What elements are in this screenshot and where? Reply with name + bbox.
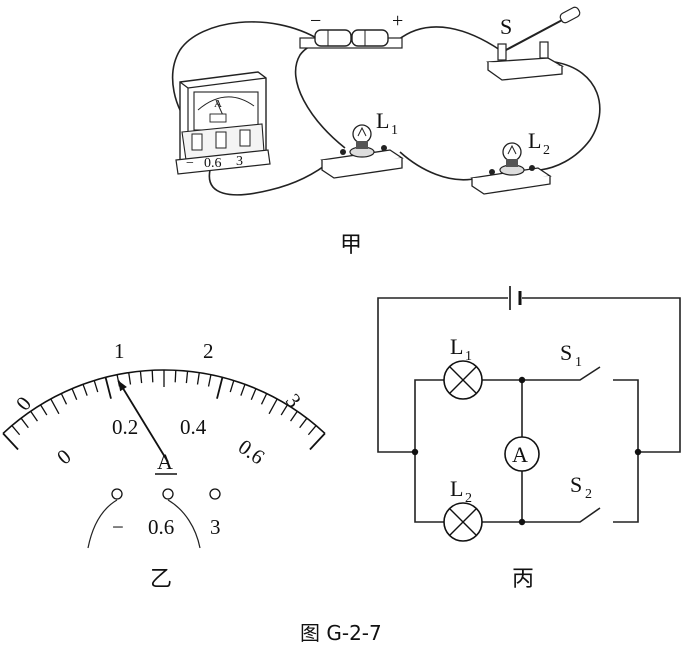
figure-caption: 图 G-2-7 bbox=[300, 621, 382, 645]
dial-terminal-06 bbox=[162, 488, 174, 500]
schematic-lower-branch bbox=[414, 452, 639, 523]
schematic-ammeter bbox=[504, 436, 540, 472]
schematic-lamp2-label: L bbox=[450, 476, 463, 501]
lower-scale-label-0: 0 bbox=[52, 444, 75, 469]
wire-battery-to-ammeter bbox=[171, 21, 321, 129]
battery-negative-label: − bbox=[310, 10, 321, 32]
dial-tick bbox=[240, 384, 246, 396]
dial-tick bbox=[71, 388, 78, 400]
lamp-l2 bbox=[470, 142, 552, 195]
dial-tick bbox=[307, 425, 317, 436]
schematic-outer-wire bbox=[377, 297, 681, 453]
schematic-switch2-subscript: 2 bbox=[585, 487, 592, 502]
caption-jia: 甲 bbox=[340, 233, 362, 258]
switch-label: S bbox=[500, 14, 512, 39]
dial-tick bbox=[299, 417, 308, 429]
wire-lamp1-to-battery bbox=[294, 41, 346, 149]
upper-scale-label-0: 0 bbox=[11, 392, 36, 415]
dial-tick bbox=[20, 417, 29, 429]
dial-tick bbox=[60, 393, 68, 405]
ammeter-terminal-3: 3 bbox=[236, 154, 243, 169]
dial-tick bbox=[139, 371, 143, 384]
panel-yi-ammeter-dial: 0 1 2 3 0 0.2 0.4 0.6 A − 0.6 3 bbox=[2, 339, 326, 549]
dial-terminal-label-neg: − bbox=[112, 515, 124, 539]
dial-tick bbox=[309, 432, 326, 451]
ammeter-face-label: A bbox=[214, 98, 222, 110]
caption-yi: 乙 bbox=[150, 567, 172, 592]
panel-jia-circuit: − + S L 1 bbox=[171, 6, 601, 196]
wire-ammeter-to-lamp1 bbox=[208, 159, 333, 196]
junction-right bbox=[634, 448, 642, 456]
dial-tick bbox=[216, 377, 224, 399]
schematic-switch2-label: S bbox=[570, 472, 582, 497]
dial-tick bbox=[196, 372, 200, 385]
ammeter-box bbox=[175, 71, 271, 175]
schematic-lamp2-subscript: 2 bbox=[465, 491, 472, 506]
dial-wire-left bbox=[87, 499, 118, 549]
dial-tick bbox=[207, 374, 212, 387]
dial-wire-right bbox=[167, 499, 201, 549]
dial-tick bbox=[50, 398, 60, 415]
dial-tick bbox=[30, 410, 38, 422]
lamp1-subscript: 1 bbox=[391, 123, 398, 138]
schematic-lamp-l2 bbox=[443, 502, 483, 542]
dial-tick bbox=[174, 370, 177, 383]
schematic-switch1-subscript: 1 bbox=[575, 355, 582, 370]
panel-bing-schematic: A L 1 L 2 S 1 S 2 bbox=[377, 286, 681, 542]
dial-tick bbox=[93, 380, 99, 393]
dial-tick bbox=[280, 404, 288, 416]
lamp2-subscript: 2 bbox=[543, 143, 550, 158]
schematic-switch1-label: S bbox=[560, 340, 572, 365]
dial-terminal-label-06: 0.6 bbox=[148, 515, 174, 539]
junction-left bbox=[411, 448, 419, 456]
wire-lamp2-to-lamp1 bbox=[399, 151, 479, 181]
dial-tick bbox=[128, 372, 132, 385]
dial-tick bbox=[260, 393, 268, 405]
dial-needle bbox=[117, 380, 169, 463]
upper-scale-label-2: 2 bbox=[203, 339, 214, 363]
wire-battery-to-switch bbox=[397, 26, 501, 51]
lower-scale-label-04: 0.4 bbox=[180, 415, 207, 439]
dial-tick bbox=[185, 371, 189, 384]
dial-tick bbox=[151, 370, 154, 383]
dial-tick bbox=[268, 398, 278, 415]
ammeter-terminal-06: 0.6 bbox=[204, 156, 222, 171]
dial-scale bbox=[2, 369, 326, 451]
lamp-l1 bbox=[320, 124, 404, 179]
battery-positive-label: + bbox=[392, 10, 403, 32]
junction-top bbox=[518, 376, 526, 384]
dial-needle-head bbox=[118, 380, 127, 392]
schematic-ammeter-symbol: A bbox=[512, 442, 528, 467]
dial-tick bbox=[11, 425, 21, 436]
lamp2-label: L bbox=[528, 128, 541, 153]
caption-bing: 丙 bbox=[512, 567, 534, 592]
ammeter-terminal-neg: − bbox=[186, 156, 194, 171]
dial-tick bbox=[290, 410, 298, 422]
dial-terminal-3 bbox=[209, 488, 221, 500]
lamp1-label: L bbox=[376, 108, 389, 133]
dial-meter-symbol: A bbox=[157, 449, 173, 474]
schematic-lamp1-subscript: 1 bbox=[465, 349, 472, 364]
knife-switch bbox=[486, 6, 581, 81]
wire-switch-to-lamp2 bbox=[539, 61, 601, 171]
dial-tick bbox=[82, 384, 88, 396]
battery bbox=[299, 29, 403, 49]
upper-scale-label-1: 1 bbox=[114, 339, 125, 363]
junction-bottom bbox=[518, 518, 526, 526]
dial-tick bbox=[40, 404, 48, 416]
dial-terminal-label-3: 3 bbox=[210, 515, 221, 539]
dial-tick bbox=[250, 388, 257, 400]
dial-tick bbox=[2, 432, 19, 451]
schematic-lamp1-label: L bbox=[450, 334, 463, 359]
schematic-lamp-l1 bbox=[443, 360, 483, 400]
dial-tick bbox=[229, 380, 235, 393]
schematic-upper-branch bbox=[414, 366, 639, 452]
dial-tick bbox=[104, 377, 112, 399]
lower-scale-label-02: 0.2 bbox=[112, 415, 138, 439]
lower-scale-label-06: 0.6 bbox=[234, 434, 269, 469]
dial-terminal-neg bbox=[111, 488, 123, 500]
